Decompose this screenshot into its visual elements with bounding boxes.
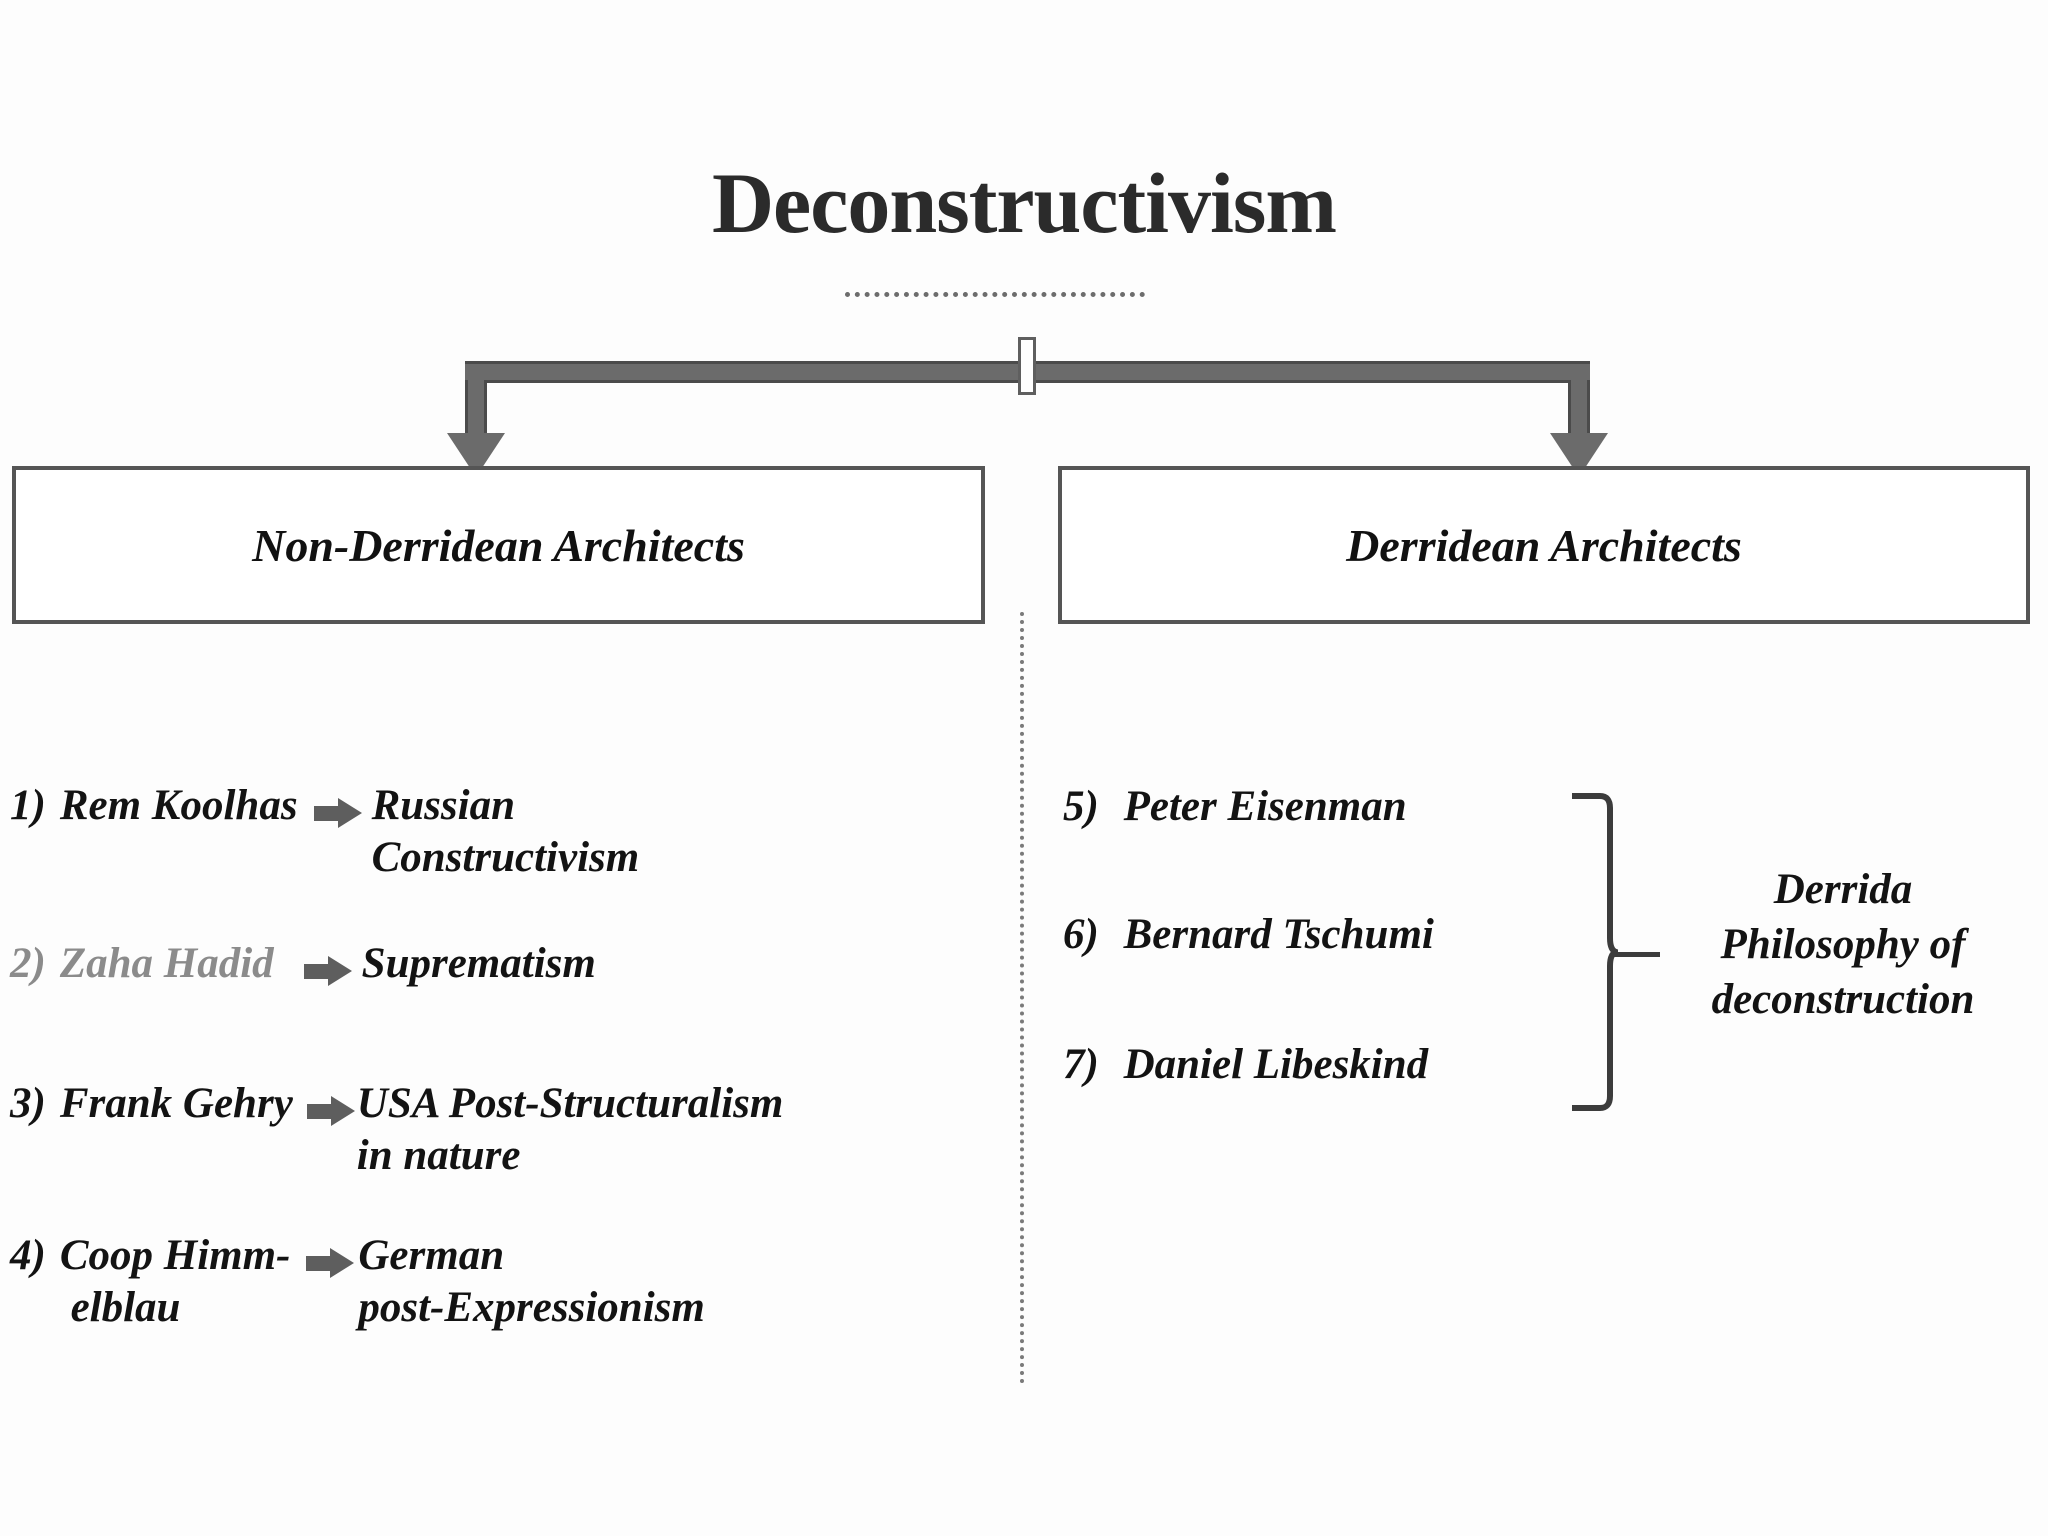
- list-item: 1) Rem Koolhas Russian Constructivism: [10, 780, 639, 885]
- list-item-architect: Daniel Libeskind: [1123, 1041, 1429, 1088]
- column-divider-dotted: [1020, 612, 1024, 1384]
- right-arrow-icon: [306, 1096, 355, 1126]
- list-item-movement: German post-Expressionism: [358, 1232, 705, 1332]
- right-arrow-icon: [313, 798, 362, 828]
- category-label-derridean: Derridean Architects: [1346, 519, 1742, 571]
- right-arrow-icon: [303, 956, 352, 986]
- title-underline-dotted: [845, 292, 1145, 297]
- list-item-index: 6): [1063, 911, 1099, 958]
- brace-label: Derrida Philosophy of deconstruction: [1711, 866, 1975, 1024]
- list-item-index: 1): [10, 782, 46, 829]
- list-item: 5) Peter Eisenman: [1063, 782, 1407, 831]
- brace-connector-tick: [1612, 952, 1660, 957]
- category-box-non-derridean: Non-Derridean Architects: [12, 466, 985, 624]
- connector-center-gap: [1018, 358, 1036, 386]
- list-item-index: 4): [10, 1232, 46, 1279]
- category-box-derridean: Derridean Architects: [1058, 466, 2030, 624]
- list-item-movement: Suprematism: [361, 940, 596, 987]
- list-item: 6) Bernard Tschumi: [1063, 910, 1434, 959]
- arrow-down-right-shaft: [1568, 380, 1590, 435]
- list-item-architect: Rem Koolhas: [59, 782, 298, 829]
- list-item-movement: USA Post-Structuralism in nature: [356, 1080, 784, 1180]
- list-item-architect: Peter Eisenman: [1123, 783, 1407, 830]
- list-item-architect: Bernard Tschumi: [1123, 911, 1434, 958]
- list-item: 4) Coop Himm- elblau German post-Express…: [10, 1230, 705, 1335]
- list-item-architect: Coop Himm- elblau: [59, 1232, 291, 1332]
- category-label-non-derridean: Non-Derridean Architects: [252, 519, 745, 571]
- list-item-index: 2): [10, 940, 46, 987]
- list-item-movement: Russian Constructivism: [371, 782, 640, 882]
- right-arrow-icon: [306, 1248, 355, 1278]
- list-item: 3) Frank Gehry USA Post-Structuralism in…: [10, 1078, 783, 1183]
- list-item-architect: Zaha Hadid: [59, 940, 274, 987]
- list-item: 2) Zaha Hadid Suprematism: [10, 938, 596, 990]
- list-item-index: 3): [10, 1080, 46, 1127]
- page-title: Deconstructivism: [711, 155, 1337, 251]
- list-item: 7) Daniel Libeskind: [1063, 1040, 1428, 1089]
- list-item-architect: Frank Gehry: [59, 1080, 293, 1127]
- list-item-index: 7): [1063, 1041, 1099, 1088]
- list-item-index: 5): [1063, 783, 1099, 830]
- arrow-down-left-shaft: [465, 380, 487, 435]
